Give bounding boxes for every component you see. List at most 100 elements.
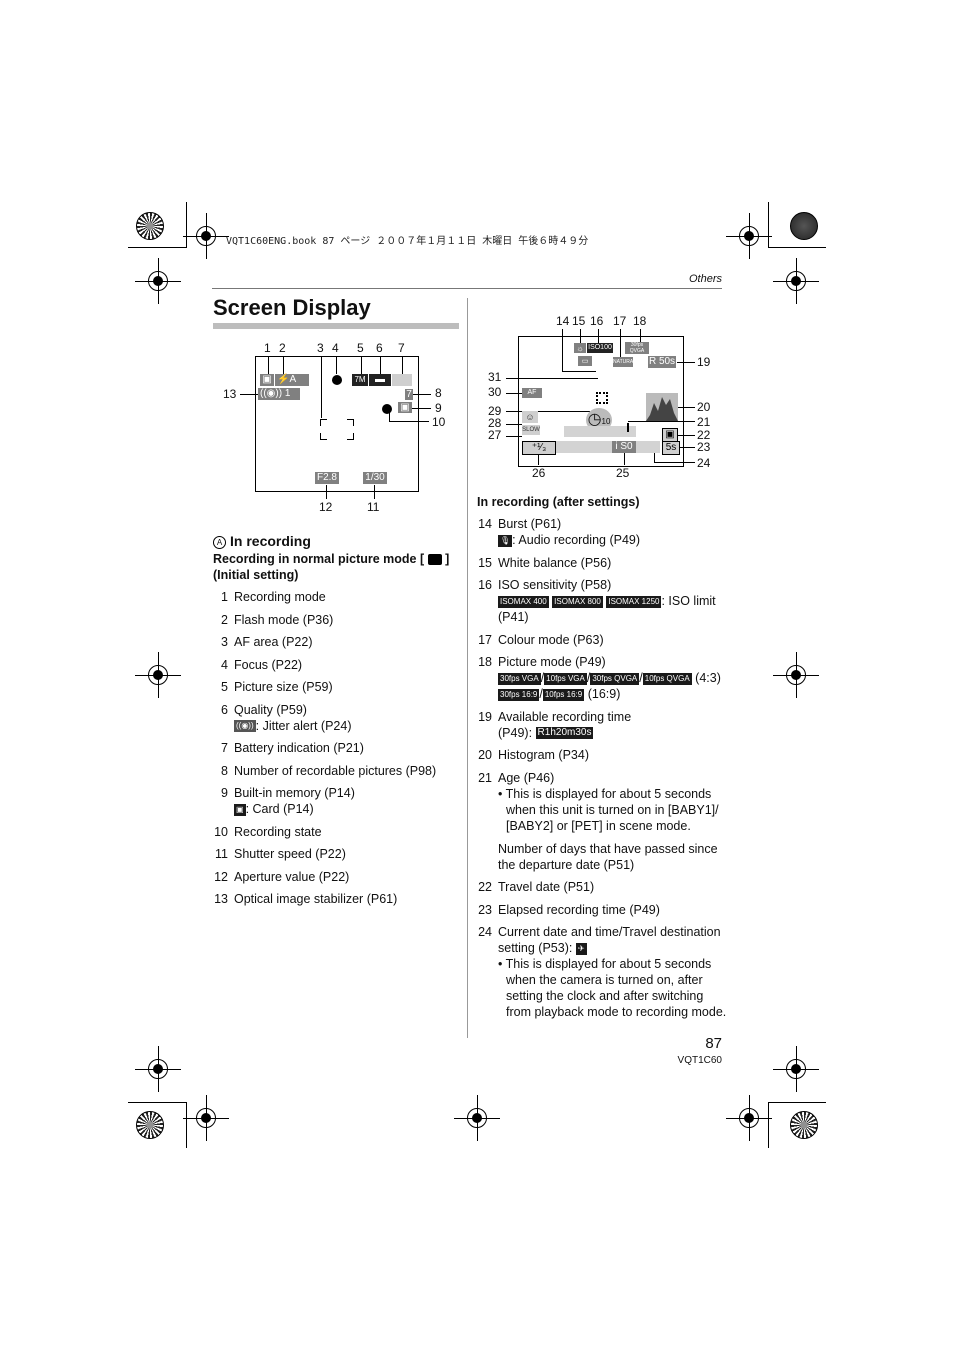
callout-4: 4 (332, 341, 339, 355)
callout-2: 2 (279, 341, 286, 355)
camera-icon (427, 554, 442, 566)
af-point-icon (596, 392, 608, 404)
callout-26: 26 (532, 466, 546, 480)
title-underline (213, 323, 459, 329)
callout-17: 17 (613, 314, 627, 328)
circle-a-label: A (213, 535, 226, 549)
10fps-vga-icon: 10fps VGA (544, 672, 587, 685)
stabilizer-indicator: ((◉)) 1 (258, 388, 300, 400)
af-corner (320, 419, 327, 426)
travel-date-icon: ▣ (662, 428, 678, 442)
30fps-169-icon: 30fps 16:9 (498, 688, 540, 701)
section-label: Others (688, 273, 722, 285)
30fps-vga-icon: 30fps VGA (498, 672, 541, 685)
colour-mode-indicator: NATURAL (613, 357, 636, 367)
callout-12: 12 (319, 500, 333, 514)
age-marker (627, 423, 629, 432)
page-title: Screen Display (213, 295, 371, 320)
battery-indicator (392, 374, 412, 386)
file-header: VQT1C60ENG.book 87 ページ ２００７年１月１１日 木曜日 午後… (226, 236, 589, 247)
airplane-icon: ✈ (575, 942, 587, 955)
column-divider (467, 298, 468, 1038)
iso-max-800-icon: ISOMAX 800 (552, 595, 603, 608)
callout-27: 27 (488, 428, 502, 442)
jitter-alert-icon: ((◉)) (234, 720, 256, 733)
header-rule (212, 288, 722, 289)
callout-21: 21 (697, 415, 711, 429)
registration-mark (773, 652, 819, 698)
callout-9: 9 (435, 401, 442, 415)
registration-mark (135, 258, 181, 304)
elapsed-time-indicator: 5s (662, 441, 680, 455)
callout-30: 30 (488, 385, 502, 399)
age-bar (564, 426, 636, 437)
recording-time-badge: R1h20m30s (535, 727, 594, 740)
callout-7: 7 (398, 341, 405, 355)
shutter-speed: 1/30 (363, 472, 387, 484)
callout-11: 11 (367, 500, 380, 514)
registration-mark (454, 1095, 500, 1141)
picture-size-indicator: 7M (352, 374, 368, 386)
after-settings-heading: In recording (after settings) (477, 495, 640, 509)
callout-28: 28 (488, 416, 502, 430)
callout-24: 24 (697, 456, 711, 470)
registration-mark (726, 213, 772, 259)
registration-rosette (136, 212, 164, 240)
callout-13: 13 (223, 387, 237, 401)
registration-mark (726, 1095, 772, 1141)
memory-icon: ▣ (398, 402, 412, 413)
quality-indicator: ▬ (369, 374, 391, 386)
histogram (646, 393, 678, 421)
bottom-bar (556, 441, 660, 453)
normal-mode-subhead: Recording in normal picture mode [ ] (In… (213, 552, 450, 582)
registration-mark (183, 213, 229, 259)
af-corner (347, 419, 354, 426)
iso-max-400-icon: ISOMAX 400 (498, 595, 549, 608)
callout-6: 6 (376, 341, 383, 355)
10fps-qvga-icon: 10fps QVGA (642, 672, 692, 685)
callout-14: 14 (556, 314, 570, 328)
registration-rosette (790, 212, 818, 240)
callout-16: 16 (590, 314, 604, 328)
microphone-icon: 🎙 (498, 534, 513, 547)
burst-icon: ▭ (578, 356, 592, 366)
callout-5: 5 (357, 341, 364, 355)
iso-indicator: ISO100 (587, 343, 613, 353)
iso-zero-indicator: i S0 (612, 441, 636, 453)
callout-19: 19 (697, 355, 711, 369)
registration-rosette (136, 1111, 164, 1139)
callout-10: 10 (432, 415, 446, 429)
callout-8: 8 (435, 386, 442, 400)
registration-mark (773, 1046, 819, 1092)
registration-mark (135, 1046, 181, 1092)
recording-mode-icon: ▣ (260, 374, 274, 386)
page-number: 87 (705, 1035, 722, 1052)
recording-time-indicator: R 50s (648, 356, 676, 368)
registration-rosette (790, 1111, 818, 1139)
callout-23: 23 (697, 440, 711, 454)
picture-mode-indicator: 30fps QVGA (625, 342, 649, 354)
focus-indicator (332, 375, 342, 385)
af-corner (347, 433, 354, 440)
registration-mark (135, 652, 181, 698)
document-code: VQT1C60 (677, 1055, 722, 1066)
callout-20: 20 (697, 400, 711, 414)
callout-3: 3 (317, 341, 324, 355)
